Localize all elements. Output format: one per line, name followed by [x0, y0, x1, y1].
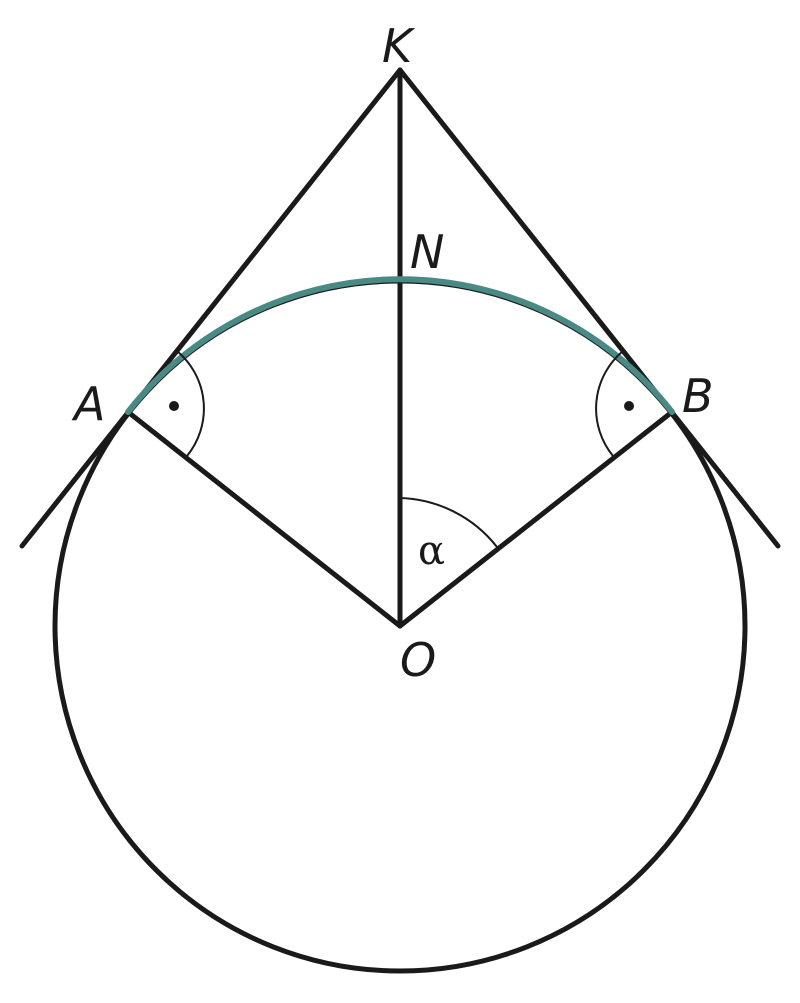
right-angle-mark-a: [176, 350, 205, 457]
angle-alpha-arc: [399, 497, 498, 548]
radius-ob: [397, 409, 675, 629]
tangent-line-kb: [397, 67, 781, 549]
arc-anb: [125, 276, 675, 415]
label-b: B: [682, 369, 714, 423]
right-angle-dot-b: [624, 401, 634, 411]
label-n: N: [410, 225, 444, 279]
right-angle-mark-b: [595, 350, 624, 457]
label-o: O: [400, 633, 436, 687]
label-k: K: [382, 19, 416, 73]
label-alpha: α: [418, 528, 445, 574]
right-angle-dot-a: [169, 401, 179, 411]
tangent-line-ka: [19, 67, 403, 549]
radius-oa: [125, 409, 403, 629]
label-a: A: [71, 377, 105, 431]
